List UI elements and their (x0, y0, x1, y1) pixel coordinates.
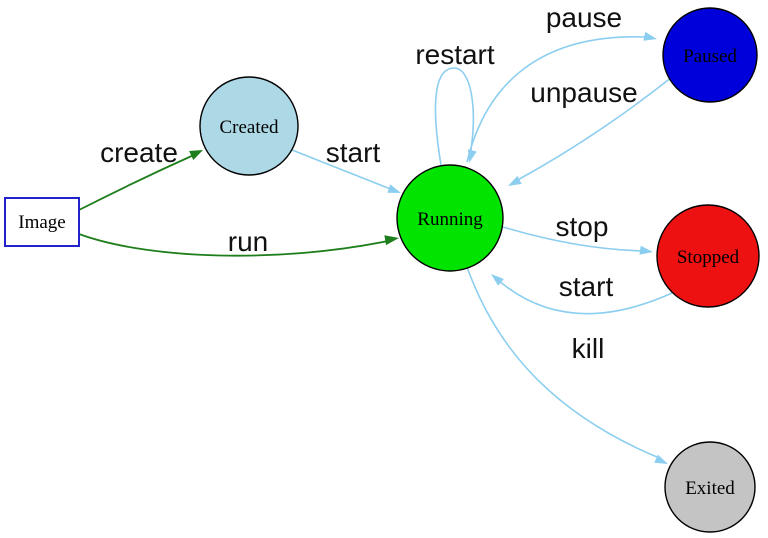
edge-stop-label: stop (556, 211, 609, 242)
edge-start-created-line (291, 149, 399, 193)
edge-run: run (78, 226, 399, 257)
edge-start-stopped-line (497, 279, 673, 315)
node-paused-circle (662, 7, 758, 103)
edge-kill: kill (466, 266, 668, 464)
node-running-label: Running (417, 209, 483, 230)
edge-unpause: unpause (508, 76, 673, 186)
edge-create-label: create (100, 137, 178, 168)
node-created-label: Created (219, 117, 279, 138)
node-exited: Exited (664, 441, 756, 533)
edge-stop-line (502, 226, 647, 252)
edge-kill-label: kill (572, 333, 605, 364)
node-stopped-circle (656, 204, 760, 308)
edge-restart-loop-line (434, 67, 475, 166)
edge-unpause-arrowhead-icon (508, 175, 522, 186)
node-exited-circle (664, 441, 756, 533)
edge-start-created-label: start (326, 137, 381, 168)
edge-pause-label: pause (546, 2, 622, 33)
node-paused: Paused (662, 7, 758, 103)
edge-restart-label: restart (415, 39, 495, 70)
node-paused-label: Paused (683, 46, 737, 67)
edge-pause: pause (466, 2, 657, 163)
edge-create: create (78, 137, 203, 211)
node-stopped: Stopped (656, 204, 760, 308)
edge-unpause-label: unpause (530, 77, 637, 108)
edge-start-created-arrowhead-icon (387, 184, 401, 193)
edge-create-line (78, 153, 197, 211)
node-stopped-label: Stopped (677, 247, 740, 268)
node-running: Running (396, 164, 504, 272)
node-created: Created (199, 76, 299, 176)
edge-start-stopped-arrowhead-icon (491, 274, 504, 286)
node-image-box (4, 197, 80, 247)
edge-run-arrowhead-icon (384, 235, 399, 246)
node-image-label: Image (18, 212, 65, 233)
edge-create-arrowhead-icon (189, 150, 203, 160)
edge-start-stopped-label: start (559, 271, 614, 302)
edge-stop: stop (502, 211, 653, 255)
edge-stop-arrowhead-icon (639, 245, 653, 255)
edge-unpause-line (513, 76, 673, 183)
edge-pause-arrowhead-icon (643, 31, 657, 41)
edge-pause-line (466, 36, 647, 163)
edge-kill-arrowhead-icon (654, 454, 668, 464)
node-created-circle (199, 76, 299, 176)
edge-restart: restart (415, 39, 495, 166)
node-exited-label: Exited (685, 478, 735, 499)
edge-start-created: start (291, 137, 401, 193)
node-image: Image (4, 197, 80, 247)
edge-run-label: run (228, 226, 268, 257)
edge-run-line (78, 233, 389, 257)
node-running-circle (396, 164, 504, 272)
edge-kill-line (466, 266, 658, 458)
edge-start-stopped: start (491, 271, 673, 315)
